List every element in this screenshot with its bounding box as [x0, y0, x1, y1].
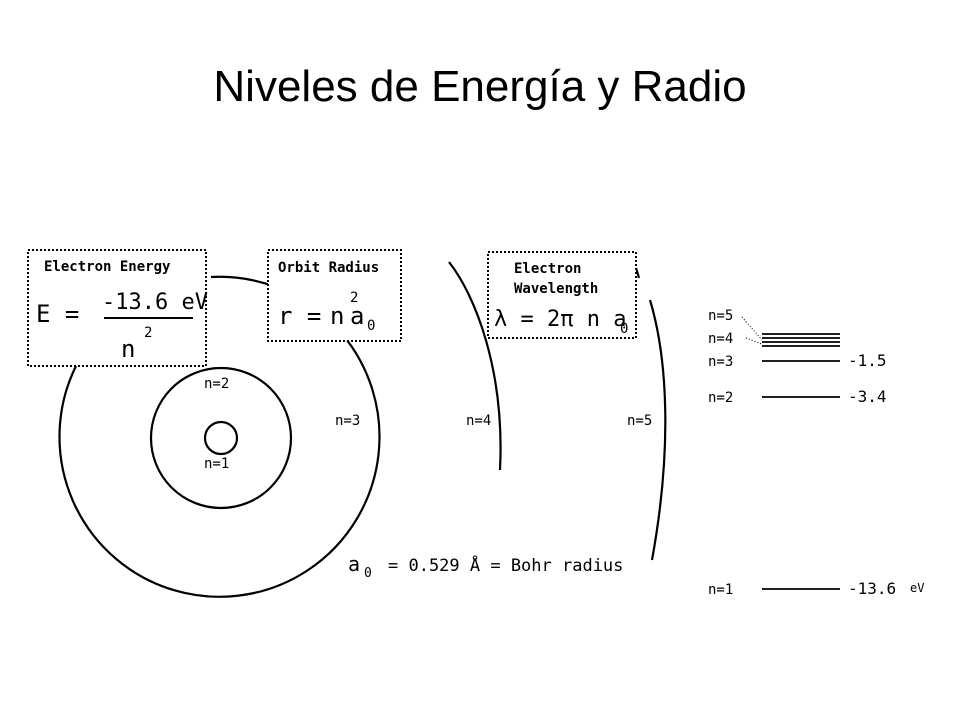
orbit-label-n3: n=3 [335, 413, 360, 429]
electron-energy-box [27, 249, 207, 367]
orbit-n4 [448, 261, 502, 471]
level-energy-unit: eV [910, 581, 924, 595]
level-label-n2: n=2 [708, 390, 733, 406]
level-label-n3: n=3 [708, 354, 733, 370]
energy-numerator: -13.6 eV [102, 290, 208, 315]
level-pointer-n4 [745, 337, 763, 345]
orbit-radius-box [267, 249, 402, 342]
orbit-n1 [203, 420, 239, 456]
orbit-n5 [648, 299, 667, 561]
level-label-n1: n=1 [708, 582, 733, 598]
radius-a: a [350, 302, 364, 330]
level-energy-n1: -13.6 [848, 579, 896, 598]
orbit-label-n1: n=1 [204, 456, 229, 472]
wavelength-heading-line2: Wavelength [514, 281, 598, 297]
level-pointer-n5 [741, 316, 763, 341]
orbit-label-n4: n=4 [466, 413, 491, 429]
bohr-subscript: 0 [364, 566, 372, 581]
level-label-n5: n=5 [708, 308, 733, 324]
radius-exponent: 2 [350, 290, 358, 306]
orbit-n2 [149, 366, 293, 510]
radius-subscript: 0 [367, 318, 375, 334]
orbit-label-n5: n=5 [627, 413, 652, 429]
energy-box-heading: Electron Energy [44, 259, 171, 275]
radius-box-heading: Orbit Radius [278, 260, 379, 276]
wavelength-subscript: 0 [620, 321, 628, 337]
wavelength-formula: λ = 2π n a [494, 307, 626, 332]
energy-denominator: n [121, 335, 135, 363]
energy-lhs: E = [36, 300, 79, 328]
slide-title: Niveles de Energía y Radio [213, 62, 747, 111]
radius-n: n [330, 302, 344, 330]
orbit-label-n2: n=2 [204, 376, 229, 392]
radius-lhs: r = [278, 302, 321, 330]
level-energy-n3: -1.5 [848, 351, 887, 370]
wavelength-heading-line1: Electron [514, 261, 581, 277]
energy-exponent: 2 [144, 325, 152, 341]
level-energy-n2: -3.4 [848, 387, 887, 406]
level-label-n4: n=4 [708, 331, 733, 347]
bohr-radius-text: = 0.529 Å = Bohr radius [388, 554, 623, 576]
electron-wavelength-box [487, 251, 637, 339]
bohr-a: a [348, 552, 360, 576]
